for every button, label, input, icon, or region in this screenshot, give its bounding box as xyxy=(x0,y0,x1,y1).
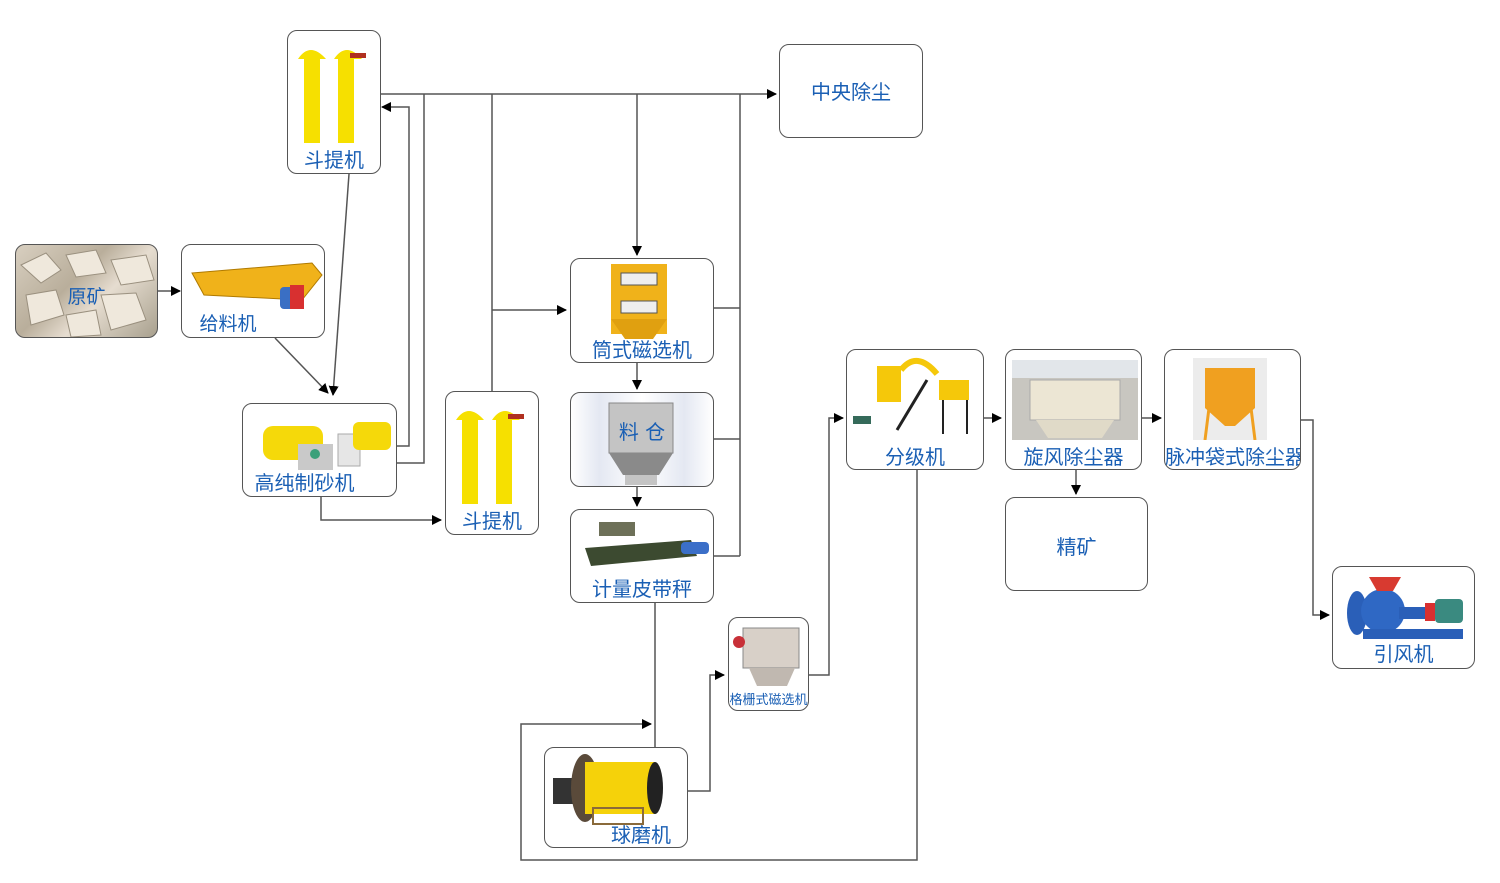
node-classifier[interactable]: 分级机 xyxy=(846,349,984,470)
vibrating-feeder-icon xyxy=(191,262,323,309)
bucket-elevator-icon xyxy=(456,411,524,504)
pulse-bag-filter-icon xyxy=(1193,358,1267,440)
node-silo[interactable]: 料 仓 xyxy=(570,392,714,487)
node-label: 给料机 xyxy=(199,313,257,335)
sand-making-machine-icon xyxy=(263,422,391,470)
node-label: 料 仓 xyxy=(618,420,666,444)
node-label: 计量皮带秤 xyxy=(592,577,692,601)
node-label: 中央除尘 xyxy=(811,80,891,104)
edge-sandmaker-bus xyxy=(397,94,425,464)
node-label: 引风机 xyxy=(1373,642,1434,666)
edge-sandmaker-elevator xyxy=(381,102,410,447)
node-label: 高纯制砂机 xyxy=(254,471,355,495)
node-label: 斗提机 xyxy=(462,509,522,533)
node-ball-mill[interactable]: 球磨机 xyxy=(544,747,688,848)
edge-pulse-fan xyxy=(1300,419,1330,620)
node-raw-ore[interactable]: 原矿 xyxy=(15,244,158,338)
node-label: 精矿 xyxy=(1056,535,1097,559)
node-label: 球磨机 xyxy=(611,823,671,847)
node-label: 原矿 xyxy=(67,286,106,308)
node-grid-separator[interactable]: 格栅式磁选机 xyxy=(728,617,809,711)
grid-magnetic-separator-icon xyxy=(733,627,800,686)
node-label: 斗提机 xyxy=(304,148,364,172)
edge-feeder-sandmaker xyxy=(274,337,329,394)
bucket-elevator-icon xyxy=(298,50,366,143)
node-concentrate[interactable]: 精矿 xyxy=(1005,497,1148,591)
node-label: 格栅式磁选机 xyxy=(729,693,808,708)
cyclone-dust-collector-icon xyxy=(1012,360,1138,440)
belt-scale-icon xyxy=(585,522,709,566)
node-label: 分级机 xyxy=(885,445,945,469)
node-label: 脉冲袋式除尘器 xyxy=(1165,445,1301,469)
rock-pile-icon xyxy=(20,249,155,337)
node-label: 旋风除尘器 xyxy=(1023,445,1124,469)
node-bucket-elevator-mid[interactable]: 斗提机 xyxy=(445,391,539,535)
classifier-icon xyxy=(853,358,969,434)
ball-mill-icon xyxy=(553,754,663,825)
node-label: 筒式磁选机 xyxy=(592,338,692,362)
node-drum-separator[interactable]: 筒式磁选机 xyxy=(570,258,714,363)
edge-sandmaker-midelevator xyxy=(320,497,442,525)
node-fan[interactable]: 引风机 xyxy=(1332,566,1475,669)
edge-classifier-mill xyxy=(520,470,918,861)
edge-grid-classifier xyxy=(809,413,844,676)
edge-elevator-sandmaker xyxy=(328,173,350,396)
drum-magnetic-separator-icon xyxy=(611,264,667,339)
hopper-icon xyxy=(608,402,674,485)
node-pulse-bag[interactable]: 脉冲袋式除尘器 xyxy=(1164,349,1301,470)
node-central-dust[interactable]: 中央除尘 xyxy=(779,44,923,138)
induced-draft-fan-icon xyxy=(1347,577,1463,639)
node-cyclone[interactable]: 旋风除尘器 xyxy=(1005,349,1142,470)
node-feeder[interactable]: 给料机 xyxy=(181,244,325,338)
node-sand-maker[interactable]: 高纯制砂机 xyxy=(242,403,397,497)
node-belt-scale[interactable]: 计量皮带秤 xyxy=(570,509,714,603)
edge-mill-grid xyxy=(688,670,725,792)
node-bucket-elevator-top[interactable]: 斗提机 xyxy=(287,30,381,174)
